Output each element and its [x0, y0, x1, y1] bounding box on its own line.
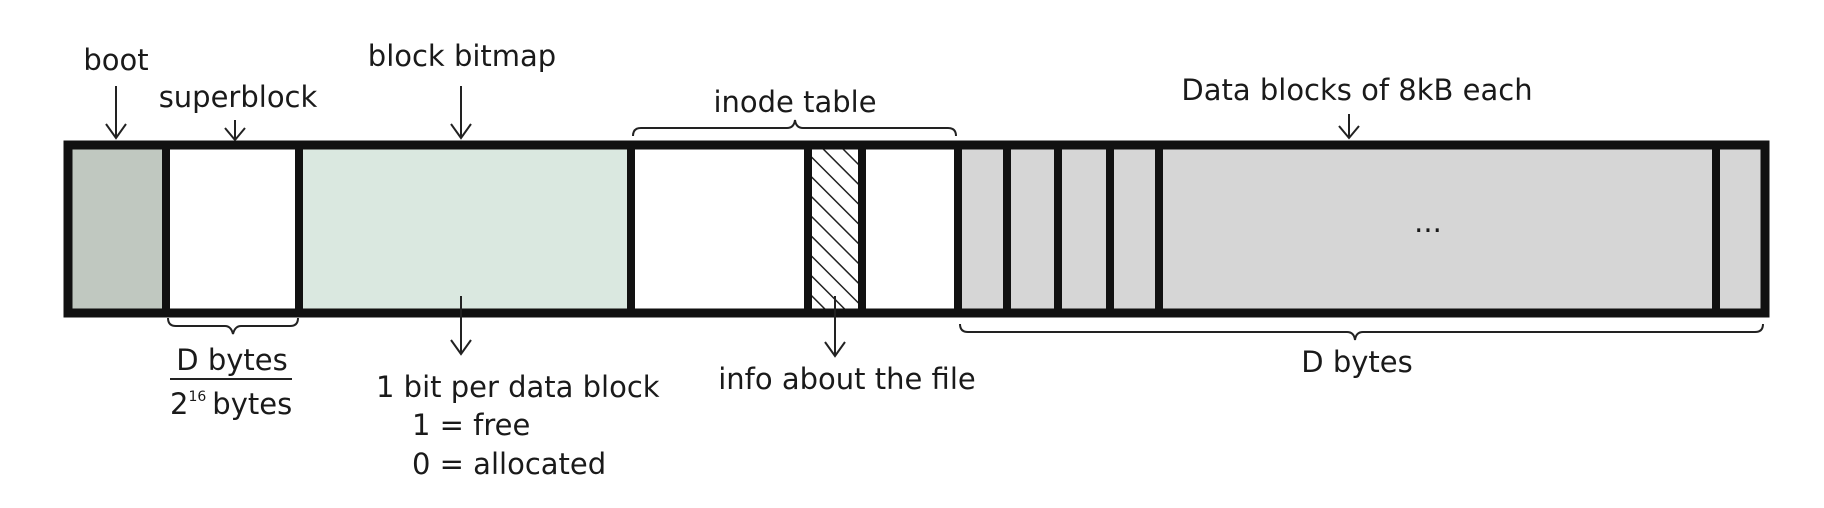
block-bitmap-region: [299, 145, 631, 313]
inode-table-label: inode table: [713, 85, 876, 119]
disk-outline: [63, 140, 1770, 318]
block-bitmap-label: block bitmap: [368, 39, 556, 73]
bitmap-desc-line-3: 0 = allocated: [412, 447, 606, 481]
superblock-arrow: [224, 120, 246, 142]
data-size-brace: [959, 323, 1764, 341]
bitmap-desc-line-2: 1 = free: [412, 408, 530, 442]
inode-desc-label: info about the file: [718, 362, 975, 396]
bitmap-desc-arrow: [450, 296, 472, 356]
data-blocks-arrow: [1338, 114, 1360, 140]
data-blocks-label: Data blocks of 8kB each: [1181, 73, 1532, 107]
inode-table-region: [631, 145, 958, 313]
superblock-region: [166, 145, 299, 313]
data-size-label: D bytes: [1301, 345, 1412, 379]
boot-block: [68, 145, 166, 313]
inode-entry-hatched: [808, 145, 862, 313]
block-bitmap-arrow: [450, 86, 472, 140]
ellipsis-label: ...: [1414, 205, 1442, 239]
superblock-size-brace: [167, 317, 299, 335]
inode-desc-arrow: [824, 296, 846, 358]
bitmap-desc-line-1: 1 bit per data block: [376, 370, 660, 404]
inode-table-brace: [632, 119, 957, 137]
boot-label: boot: [83, 43, 148, 77]
superblock-label: superblock: [159, 80, 318, 114]
superblock-size-numerator: D bytes: [176, 343, 287, 377]
data-blocks-region: [958, 145, 1765, 313]
boot-arrow: [105, 86, 127, 140]
